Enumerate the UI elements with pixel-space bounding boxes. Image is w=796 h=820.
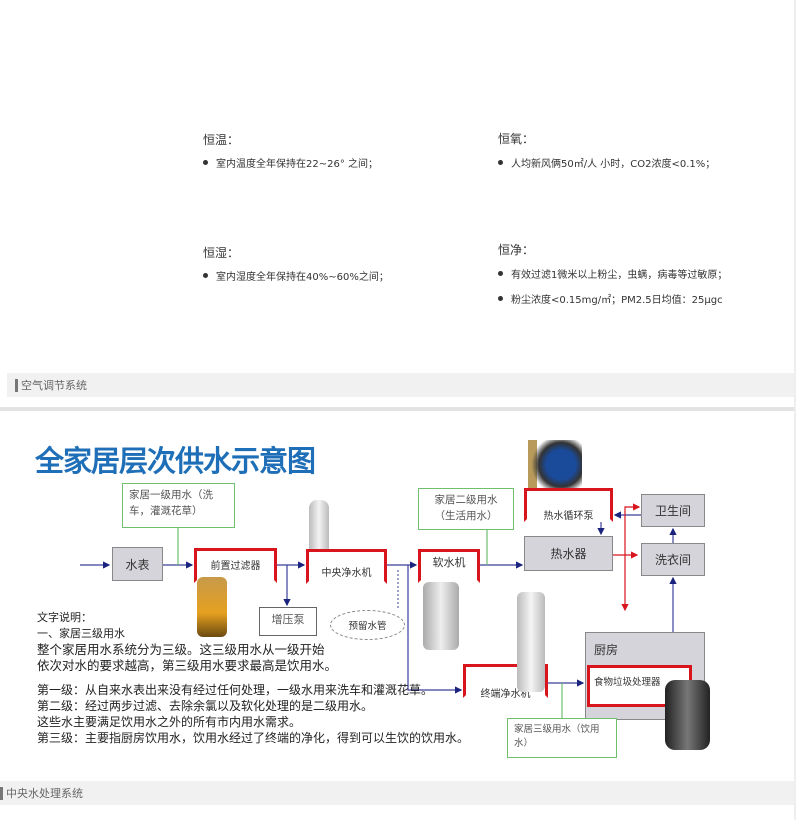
- desc-line: 第二级：经过两步过滤、去除余氯以及软化处理的是二级用水。: [37, 699, 374, 713]
- desc-line: 第一级：从自来水表出来没有经过任何处理，一级水用来洗车和灌溉花草。: [37, 683, 434, 697]
- prefilter-image: [197, 577, 227, 637]
- desc-line: 这些水主要满足饮用水之外的所有市内用水需求。: [37, 715, 302, 729]
- feature-item: 有效过滤1微米以上粉尘，虫螨，病毒等过敏原；: [498, 266, 727, 281]
- feature-item: 人均新风俩50㎡/人 小时，CO2浓度<0.1%；: [498, 155, 715, 170]
- section-header-water: 中央水处理系统: [0, 781, 796, 805]
- bullet-icon: [203, 273, 208, 278]
- food-disposer-image: [665, 680, 710, 750]
- feature-item-text: 室内湿度全年保持在40%~60%之间；: [216, 272, 389, 283]
- desc-line: 文字说明：: [37, 611, 92, 624]
- diagram-title: 全家居层次供水示意图: [35, 444, 316, 478]
- bathroom-box: 卫生间: [641, 494, 705, 527]
- reserved-pipe-label: 预留水管: [330, 610, 405, 640]
- section-title: 中央水处理系统: [6, 787, 83, 800]
- section-marker: [0, 786, 3, 800]
- feature-item: 粉尘浓度<0.15mg/㎡；PM2.5日均值：25μgc: [498, 291, 723, 306]
- feature-title-clean: 恒净：: [498, 243, 535, 257]
- laundry-box: 洗衣间: [641, 543, 705, 576]
- feature-title-temperature: 恒温：: [203, 133, 240, 147]
- feature-title-oxygen: 恒氧：: [498, 132, 535, 146]
- desc-line: 依次对水的要求越高，第三级用水要求最高是饮用水。: [37, 658, 338, 673]
- terminal-purifier-image: [517, 592, 545, 692]
- softener-box: 软水机: [418, 549, 480, 583]
- feature-title-humidity: 恒湿：: [203, 246, 240, 260]
- level1-water-label: 家居一级用水（洗车，灌溉花草）: [122, 483, 235, 528]
- booster-pump-box: 增压泵: [259, 607, 317, 636]
- bullet-icon: [498, 271, 503, 276]
- meter-box: 水表: [112, 547, 163, 581]
- feature-item-text: 有效过滤1微米以上粉尘，虫螨，病毒等过敏原；: [511, 270, 728, 281]
- water-heater-box: 热水器: [524, 536, 613, 571]
- feature-item-text: 室内温度全年保持在22~26° 之间；: [216, 159, 379, 170]
- section-marker: [15, 378, 18, 392]
- circulation-pump-box: 热水循环泵: [524, 488, 613, 522]
- softener-image: [423, 582, 459, 650]
- feature-item: 室内湿度全年保持在40%~60%之间；: [203, 268, 389, 283]
- bullet-icon: [498, 296, 503, 301]
- bullet-icon: [203, 160, 208, 165]
- central-purifier-box: 中央净水机: [306, 549, 387, 584]
- feature-item-text: 人均新风俩50㎡/人 小时，CO2浓度<0.1%；: [511, 159, 716, 170]
- description-text: 文字说明： 一、家居三级用水 整个家居用水系统分为三级。这三级用水从一级开始 依…: [37, 610, 469, 746]
- circulation-pump-image: [522, 440, 582, 495]
- desc-line: 一、家居三级用水: [37, 627, 125, 640]
- desc-line: [37, 674, 469, 682]
- desc-line: 整个家居用水系统分为三级。这三级用水从一级开始: [37, 642, 325, 657]
- bullet-icon: [498, 160, 503, 165]
- feature-item: 室内温度全年保持在22~26° 之间；: [203, 155, 378, 170]
- scrollbar-edge: [794, 0, 796, 820]
- divider: [0, 407, 796, 411]
- section-header-air: 空气调节系统: [7, 373, 796, 397]
- desc-line: 第三级：主要指厨房饮用水，饮用水经过了终端的净化，得到可以生饮的饮用水。: [37, 731, 470, 745]
- water-supply-diagram: 全家居层次供水示意图 家居一级用水（洗车，灌溉: [25, 430, 720, 775]
- level3-water-label: 家居三级用水（饮用水）: [507, 718, 617, 758]
- level2-water-label: 家居二级用水（生活用水）: [418, 488, 514, 530]
- section-title: 空气调节系统: [21, 379, 87, 392]
- central-purifier-image: [309, 500, 329, 562]
- feature-item-text: 粉尘浓度<0.15mg/㎡；PM2.5日均值：25μgc: [511, 295, 723, 306]
